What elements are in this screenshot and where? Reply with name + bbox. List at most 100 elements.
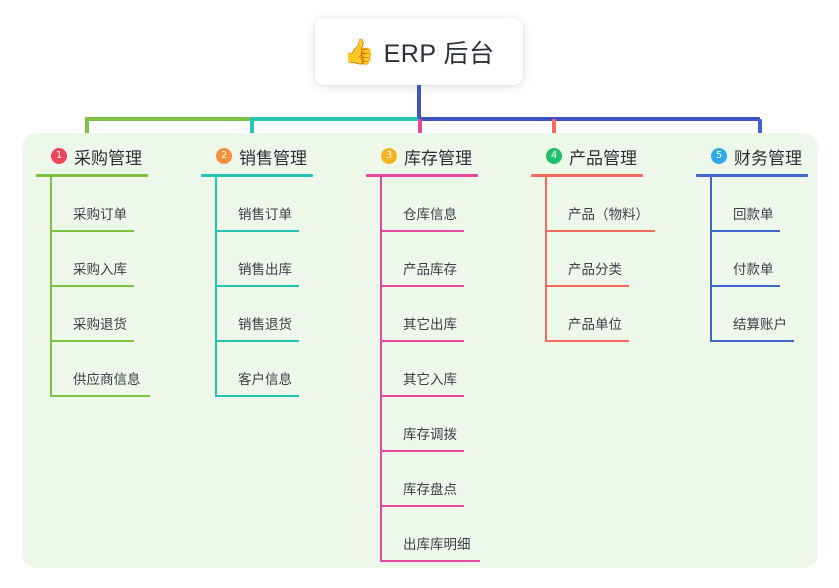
leaf-item-label: 客户信息 [238,372,292,387]
leaf-item[interactable]: 其它入库 [380,342,478,397]
leaf-item-label: 产品库存 [403,262,457,277]
leaf-item-label: 结算账户 [733,317,787,332]
leaf-item[interactable]: 产品（物料） [545,177,655,232]
leaf-item[interactable]: 产品单位 [545,287,643,342]
leaf-item-rule [380,285,464,287]
column-rule-4 [531,174,643,177]
leaf-item-label: 采购退货 [73,317,127,332]
leaf-item-rule [50,285,134,287]
column-rule-1 [36,174,148,177]
leaf-item-label: 采购入库 [73,262,127,277]
column-rule-2 [201,174,313,177]
connector-segment-1 [85,117,250,121]
leaf-item-rule [380,450,464,452]
root-stem-connector [417,85,421,118]
branch-spine-1 [50,177,52,397]
connector-segment-3 [418,117,760,121]
leaf-item-label: 采购订单 [73,207,127,222]
column-title-3: 库存管理 [404,148,472,168]
leaf-item-label: 销售出库 [238,262,292,277]
leaf-item-label: 其它出库 [403,317,457,332]
leaf-item-label: 出库库明细 [403,537,471,552]
branch-spine-5 [710,177,712,342]
column-title-4: 产品管理 [569,148,637,168]
leaf-item[interactable]: 其它出库 [380,287,478,342]
leaf-item-rule [710,285,780,287]
column-title-5: 财务管理 [734,148,802,168]
column-badge-4: 4 [546,148,562,164]
leaf-item[interactable]: 采购退货 [50,287,148,342]
column-badge-2: 2 [216,148,232,164]
column-badge-3: 3 [381,148,397,164]
leaf-item[interactable]: 仓库信息 [380,177,478,232]
leaf-item[interactable]: 产品分类 [545,232,643,287]
column-title-1: 采购管理 [74,148,142,168]
leaf-item[interactable]: 销售出库 [215,232,313,287]
leaf-item[interactable]: 产品库存 [380,232,478,287]
column-header-5[interactable]: 5 财务管理 [696,143,808,169]
leaf-item-rule [545,285,629,287]
leaf-item[interactable]: 供应商信息 [50,342,150,397]
leaf-item-label: 产品单位 [568,317,622,332]
leaf-item-rule [710,230,780,232]
thumbs-up-icon: 👍 [343,38,375,66]
column-3: 3 库存管理仓库信息产品库存其它出库其它入库库存调拨库存盘点出库库明细 [366,143,480,562]
leaf-item-label: 库存调拨 [403,427,457,442]
leaf-item-rule [380,395,464,397]
branch-spine-4 [545,177,547,342]
leaf-item-rule [50,395,150,397]
leaf-item-label: 回款单 [733,207,774,222]
leaf-item-rule [215,230,299,232]
column-header-3[interactable]: 3 库存管理 [366,143,478,169]
column-branch-5: 回款单付款单结算账户 [710,177,808,342]
leaf-item-label: 供应商信息 [73,372,141,387]
column-badge-5: 5 [711,148,727,164]
diagram-panel [22,133,818,568]
leaf-item-label: 库存盘点 [403,482,457,497]
column-1: 1 采购管理采购订单采购入库采购退货供应商信息 [36,143,150,397]
column-header-2[interactable]: 2 销售管理 [201,143,313,169]
leaf-item[interactable]: 销售退货 [215,287,313,342]
column-2: 2 销售管理销售订单销售出库销售退货客户信息 [201,143,313,397]
branch-spine-3 [380,177,382,562]
leaf-item-label: 产品（物料） [568,207,649,222]
column-branch-4: 产品（物料） 产品分类产品单位 [545,177,655,342]
column-badge-1: 1 [51,148,67,164]
leaf-item-rule [215,395,299,397]
leaf-item[interactable]: 销售订单 [215,177,313,232]
leaf-item[interactable]: 客户信息 [215,342,313,397]
leaf-item-rule [380,340,464,342]
root-node[interactable]: 👍 ERP 后台 [315,18,523,85]
column-branch-3: 仓库信息产品库存其它出库其它入库库存调拨库存盘点出库库明细 [380,177,480,562]
column-5: 5 财务管理回款单付款单结算账户 [696,143,808,342]
leaf-item-rule [215,285,299,287]
leaf-item[interactable]: 库存盘点 [380,452,478,507]
leaf-item[interactable]: 结算账户 [710,287,808,342]
leaf-item-rule [215,340,299,342]
column-rule-5 [696,174,808,177]
column-rule-3 [366,174,478,177]
column-4: 4 产品管理产品（物料） 产品分类产品单位 [531,143,655,342]
leaf-item-label: 其它入库 [403,372,457,387]
column-title-2: 销售管理 [239,148,307,168]
leaf-item[interactable]: 库存调拨 [380,397,478,452]
leaf-item-label: 销售订单 [238,207,292,222]
leaf-item[interactable]: 付款单 [710,232,808,287]
leaf-item-rule [380,505,464,507]
leaf-item[interactable]: 回款单 [710,177,808,232]
leaf-item-label: 付款单 [733,262,774,277]
column-header-1[interactable]: 1 采购管理 [36,143,148,169]
leaf-item[interactable]: 采购入库 [50,232,148,287]
root-title: ERP 后台 [383,39,495,68]
leaf-item-rule [50,230,134,232]
leaf-item[interactable]: 采购订单 [50,177,148,232]
branch-spine-2 [215,177,217,397]
column-header-4[interactable]: 4 产品管理 [531,143,643,169]
leaf-item-rule [380,230,464,232]
column-branch-1: 采购订单采购入库采购退货供应商信息 [50,177,150,397]
leaf-item-label: 产品分类 [568,262,622,277]
leaf-item-rule [380,560,480,562]
leaf-item-rule [545,340,629,342]
leaf-item[interactable]: 出库库明细 [380,507,480,562]
leaf-item-label: 仓库信息 [403,207,457,222]
